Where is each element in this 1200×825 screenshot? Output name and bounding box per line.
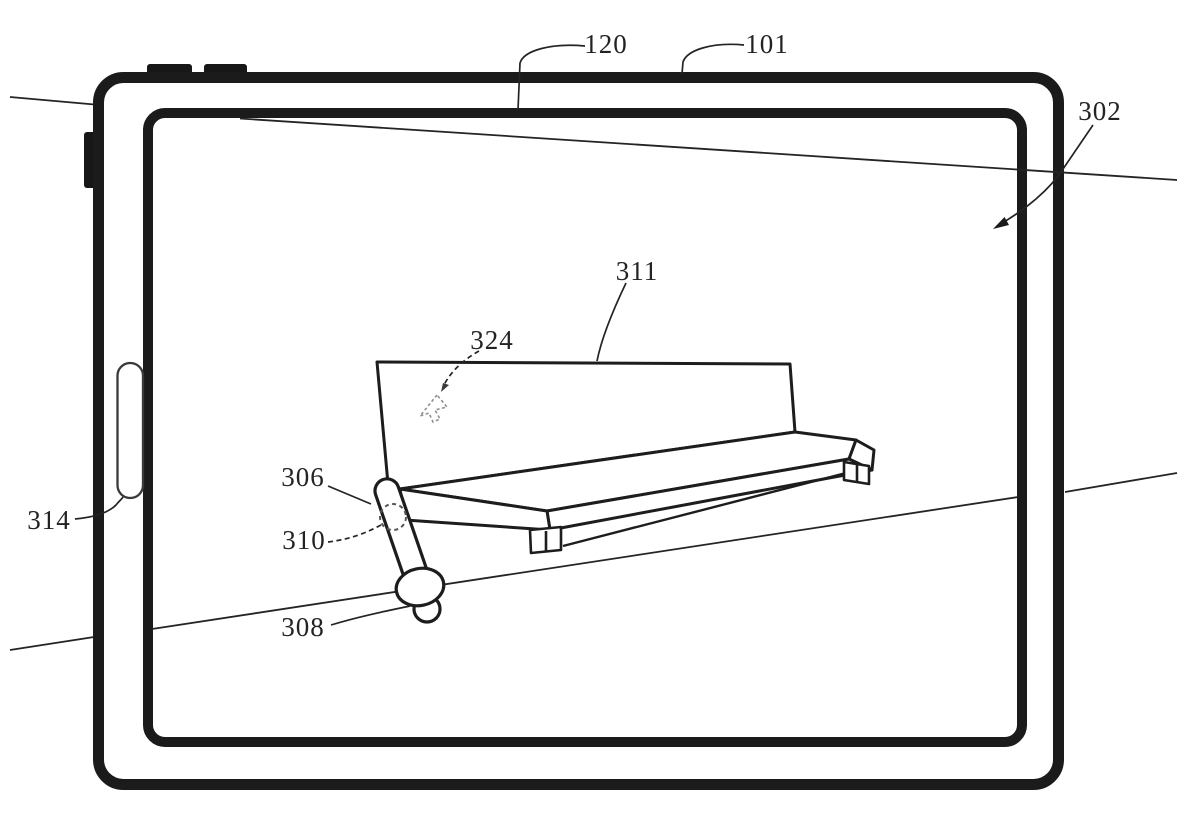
real-world-lines-outside xyxy=(9,96,108,651)
side-slot-314 xyxy=(116,361,145,500)
leader-lines xyxy=(74,43,1094,626)
ref-label-310: 310 xyxy=(282,525,326,555)
ref-label-324: 324 xyxy=(470,325,514,355)
ref-label-101: 101 xyxy=(745,29,789,59)
lower-world-line-right xyxy=(1064,472,1178,493)
ref-label-120: 120 xyxy=(584,29,628,59)
leader-324-arrowhead xyxy=(441,383,449,392)
ref-label-308: 308 xyxy=(281,612,325,642)
ref-label-302: 302 xyxy=(1078,96,1122,126)
reference-labels: 120 101 302 311 324 306 310 308 314 xyxy=(27,29,1122,642)
stylus-ball xyxy=(394,566,446,608)
lower-world-line-left xyxy=(9,634,108,651)
bench-front-leg xyxy=(528,525,563,555)
leader-324 xyxy=(442,350,480,388)
leader-302-arrowhead xyxy=(993,217,1009,229)
leader-306 xyxy=(327,485,372,505)
leader-314 xyxy=(74,496,124,520)
ref-label-306: 306 xyxy=(281,462,325,492)
virtual-bench xyxy=(375,360,876,555)
ref-label-311: 311 xyxy=(616,256,659,286)
bench-underside-edge xyxy=(562,471,847,548)
leader-120 xyxy=(517,44,586,111)
leader-310 xyxy=(327,523,384,543)
stylus-controller xyxy=(373,477,446,624)
leader-308 xyxy=(330,605,411,626)
real-world-lines-on-screen xyxy=(151,117,1178,630)
stylus-hidden-sensor xyxy=(379,503,407,531)
upper-world-line-left xyxy=(9,96,101,106)
lower-world-line xyxy=(151,496,1019,630)
pointer-cursor-icon xyxy=(417,393,449,424)
upper-world-line xyxy=(239,117,1178,181)
leader-101 xyxy=(681,43,745,75)
ref-label-314: 314 xyxy=(27,505,71,535)
leader-302 xyxy=(996,124,1094,227)
bench-right-leg xyxy=(842,460,871,486)
leader-311 xyxy=(596,282,627,362)
